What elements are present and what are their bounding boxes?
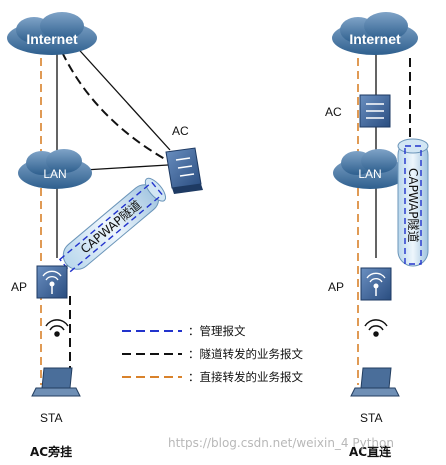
right-lan-cloud: LAN: [333, 149, 407, 189]
left-lan-ac-link: [83, 164, 169, 171]
right-laptop-icon: [350, 367, 400, 397]
legend: [122, 330, 182, 378]
right-wifi-icon: [364, 319, 388, 337]
right-lan-label: LAN: [358, 167, 381, 181]
legend-management-label: ：管理报文: [188, 324, 246, 338]
left-lan-label: LAN: [43, 167, 66, 181]
left-ac-device: [165, 147, 203, 194]
left-sta-label: STA: [40, 411, 62, 425]
left-ap-label: AP: [11, 280, 27, 294]
watermark: https://blog.csdn.net/weixin_4 Python: [168, 436, 394, 450]
left-ap-device: [36, 265, 68, 299]
right-caption: AC直连: [349, 445, 392, 459]
right-sta-label: STA: [360, 411, 382, 425]
left-internet-ac-link: [71, 41, 171, 151]
right-internet-cloud: Internet: [332, 12, 418, 55]
left-ac-label: AC: [172, 124, 189, 138]
right-ap-device: [360, 267, 392, 301]
right-ac-device: [359, 94, 391, 128]
left-tunnel-label: CAPWAP隧道: [77, 197, 144, 256]
right-ac-label: AC: [325, 105, 342, 119]
right-tunnel-label: CAPWAP隧道: [406, 168, 421, 242]
left-caption: AC旁挂: [30, 445, 73, 459]
right-internet-label: Internet: [349, 31, 401, 47]
left-wifi-icon: [45, 319, 69, 337]
left-tunnel-forward-path: [61, 51, 171, 163]
legend-tunnel-label: ：隧道转发的业务报文: [188, 347, 303, 361]
left-laptop-icon: [31, 367, 81, 397]
right-capwap-tunnel: CAPWAP隧道: [397, 138, 429, 267]
left-capwap-tunnel: CAPWAP隧道: [58, 177, 167, 273]
legend-direct-label: ：直接转发的业务报文: [188, 370, 303, 384]
right-ap-label: AP: [328, 280, 344, 294]
left-lan-cloud: LAN: [18, 149, 92, 189]
left-internet-cloud: Internet: [7, 12, 97, 55]
left-internet-label: Internet: [26, 31, 78, 47]
